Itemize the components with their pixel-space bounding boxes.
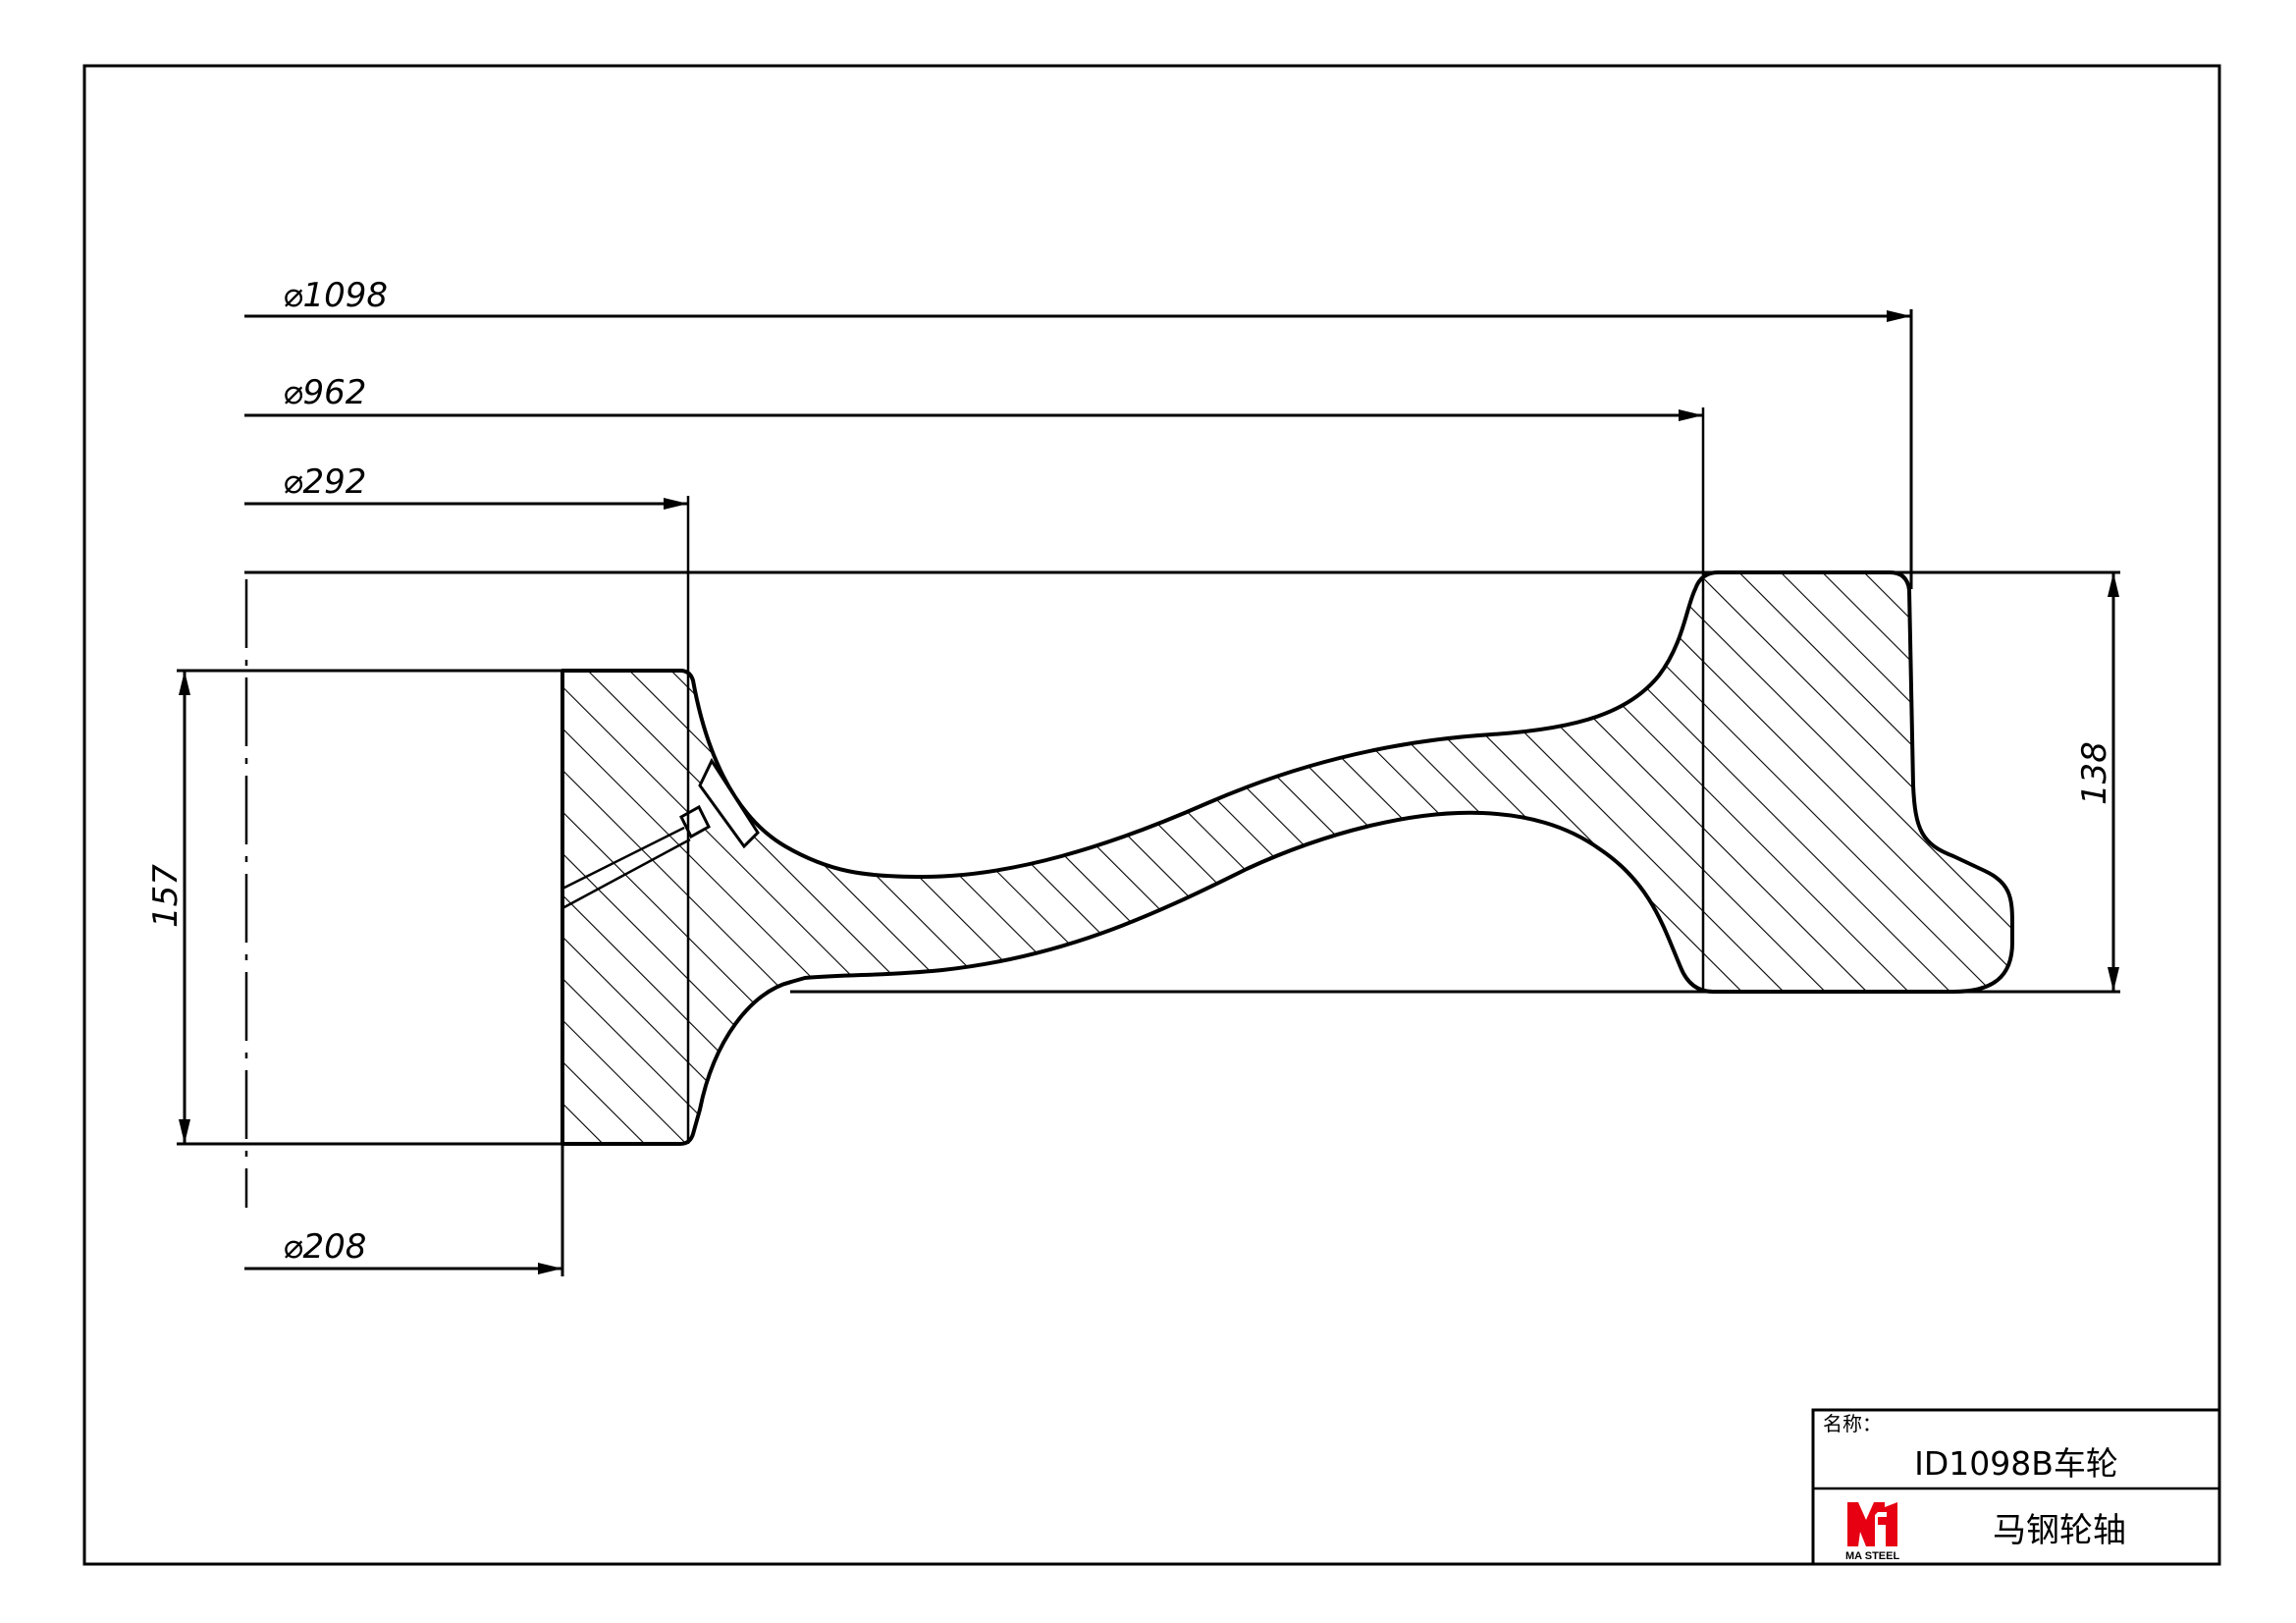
dimension-dia-208: ⌀208: [244, 1144, 564, 1276]
dimension-dia-962: ⌀962: [244, 373, 1705, 992]
dim-208-label: ⌀208: [283, 1227, 366, 1267]
logo-text: MA STEEL: [1845, 1550, 1899, 1562]
dim-138-label: 138: [2075, 741, 2114, 805]
section-profile: [561, 570, 2014, 1146]
dim-962-label: ⌀962: [283, 373, 366, 412]
dim-157-label: 157: [146, 864, 186, 928]
dim-1098-label: ⌀1098: [283, 276, 388, 315]
drawing-frame: [82, 64, 2221, 1566]
dimension-dia-1098: ⌀1098: [244, 276, 1913, 589]
part-name: ID1098B车轮: [1914, 1444, 2118, 1483]
dimension-dia-292: ⌀292: [244, 462, 690, 1144]
dim-292-label: ⌀292: [283, 462, 366, 502]
wheel-section: [561, 570, 2014, 1146]
dimension-len-138: 138: [2075, 572, 2119, 992]
ma-steel-logo: MA STEEL: [1845, 1502, 1899, 1562]
dimension-len-157: 157: [146, 671, 190, 1144]
company-name: 马钢轮轴: [1993, 1511, 2126, 1550]
title-block: 名称： ID1098B车轮 MA STEEL 马钢轮轴: [1811, 1408, 2221, 1566]
title-name-label: 名称：: [1823, 1412, 1882, 1435]
